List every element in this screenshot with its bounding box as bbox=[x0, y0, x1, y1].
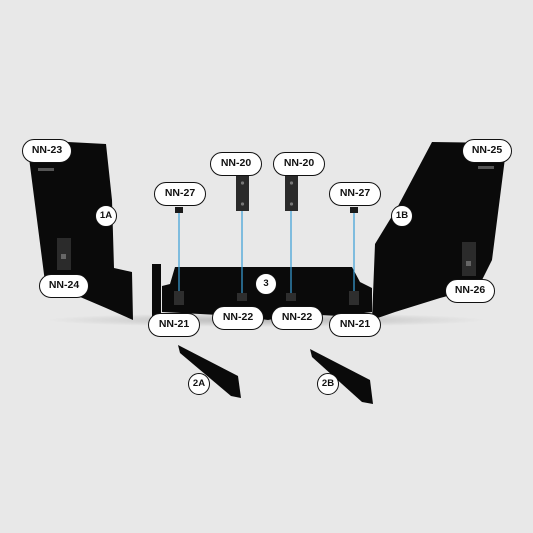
label-nn23: NN-23 bbox=[22, 139, 72, 163]
label-nn27-left: NN-27 bbox=[154, 182, 206, 206]
fin-2a bbox=[178, 345, 241, 398]
bracket-nn20-right-hole bbox=[289, 181, 294, 185]
side-panel-1a-bracket-hole bbox=[61, 254, 66, 259]
marker-1a: 1A bbox=[95, 205, 117, 227]
bracket-nn27-right bbox=[350, 207, 358, 213]
label-nn25: NN-25 bbox=[462, 139, 512, 163]
label-nn24: NN-24 bbox=[39, 274, 89, 298]
bracket-nn20-left bbox=[236, 176, 249, 211]
left-upright bbox=[152, 264, 161, 318]
marker-2a: 2A bbox=[188, 373, 210, 395]
side-panel-1b-bracket bbox=[462, 242, 476, 276]
side-panel-1b-bracket-hole bbox=[466, 261, 471, 266]
label-nn20-right: NN-20 bbox=[273, 152, 325, 176]
label-nn22-left: NN-22 bbox=[212, 306, 264, 330]
label-nn26: NN-26 bbox=[445, 279, 495, 303]
bracket-nn22-right bbox=[286, 293, 296, 301]
bracket-nn20-left-hole2 bbox=[240, 202, 245, 206]
label-nn21-right: NN-21 bbox=[329, 313, 381, 337]
label-nn20-left: NN-20 bbox=[210, 152, 262, 176]
bracket-nn20-left-hole bbox=[240, 181, 245, 185]
marker-1b: 1B bbox=[391, 205, 413, 227]
marker-3: 3 bbox=[255, 273, 277, 295]
marker-2b: 2B bbox=[317, 373, 339, 395]
bracket-nn20-right-hole2 bbox=[289, 202, 294, 206]
side-panel-1a-tab bbox=[38, 168, 54, 171]
side-panel-1b-tab bbox=[478, 166, 494, 169]
bracket-nn22-left bbox=[237, 293, 247, 301]
label-nn27-right: NN-27 bbox=[329, 182, 381, 206]
bracket-nn20-right bbox=[285, 176, 298, 211]
label-nn22-right: NN-22 bbox=[271, 306, 323, 330]
fin-2b bbox=[310, 349, 373, 404]
bracket-nn21-right bbox=[349, 291, 359, 305]
bracket-nn21-left bbox=[174, 291, 184, 305]
label-nn21-left: NN-21 bbox=[148, 313, 200, 337]
bracket-nn27-left bbox=[175, 207, 183, 213]
